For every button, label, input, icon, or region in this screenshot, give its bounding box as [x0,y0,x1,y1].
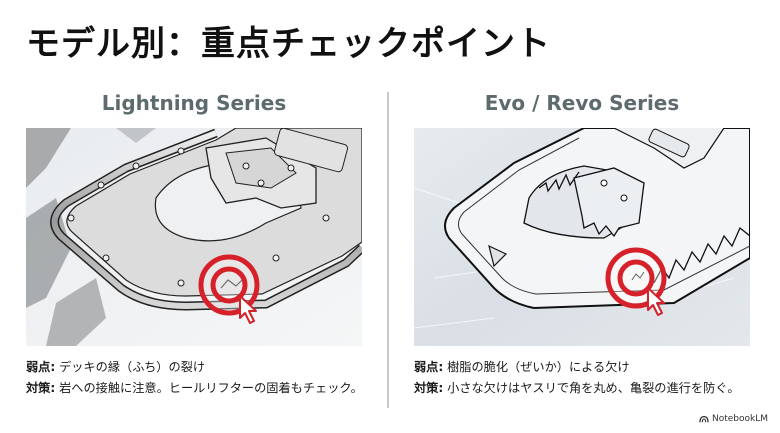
cursor-arrow-icon [239,295,257,324]
cursor-arrow-icon [647,287,665,316]
lightning-snowshoe-illustration [26,128,362,346]
weakness-label: 弱点: [414,360,444,374]
countermeasure-line: 対策: 小さな欠けはヤスリで角を丸め、亀裂の進行を防ぐ。 [414,378,740,399]
weakness-line: 弱点: 樹脂の脆化（ぜいか）による欠け [414,357,740,378]
series-heading-evo-revo: Evo / Revo Series [484,91,680,115]
brand-label: NotebookLM [711,414,768,424]
countermeasure-text: 岩への接触に注意。ヒールリフターの固着もチェック。 [55,381,363,395]
page-title: モデル別：重点チェックポイント [26,24,551,64]
lightning-notes: 弱点: デッキの縁（ふち）の裂け 対策: 岩への接触に注意。ヒールリフターの固着… [26,357,363,399]
weakness-text: 樹脂の脆化（ぜいか）による欠け [443,360,630,374]
series-heading-lightning: Lightning Series [101,91,287,115]
column-divider [387,92,389,408]
weakness-text: デッキの縁（ふち）の裂け [55,360,206,374]
weakness-label: 弱点: [26,360,56,374]
weakness-line: 弱点: デッキの縁（ふち）の裂け [26,357,363,378]
countermeasure-label: 対策: [414,381,444,395]
countermeasure-label: 対策: [26,381,56,395]
notebooklm-logo-icon [699,415,709,423]
snowshoe-plastic-deck-drawing [414,128,750,346]
notebooklm-watermark: NotebookLM [699,414,768,424]
evo-revo-snowshoe-illustration [414,128,750,346]
countermeasure-line: 対策: 岩への接触に注意。ヒールリフターの固着もチェック。 [26,378,363,399]
evo-revo-notes: 弱点: 樹脂の脆化（ぜいか）による欠け 対策: 小さな欠けはヤスリで角を丸め、亀… [414,357,740,399]
countermeasure-text: 小さな欠けはヤスリで角を丸め、亀裂の進行を防ぐ。 [443,381,740,395]
snowshoe-frame-drawing [26,128,362,346]
